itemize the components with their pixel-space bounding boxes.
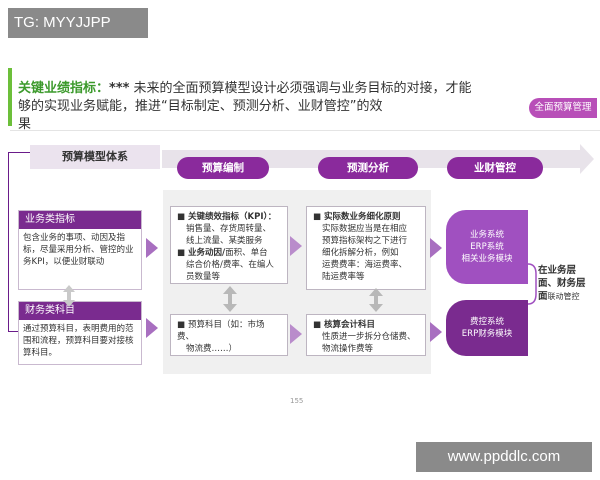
actual-title: 实际数业务细化原则 bbox=[324, 212, 401, 222]
system-1-line-2: ERP系统 bbox=[470, 242, 504, 252]
system-1-line-1: 业务系统 bbox=[469, 230, 504, 240]
stage-band-arrow bbox=[580, 144, 594, 174]
headline: 关键业绩指标：*** 未来的全面预算模型设计必须强调与业务目标的对接，才能 够的… bbox=[18, 80, 538, 134]
system-business-erp: 业务系统 ERP系统 相关业务模块 bbox=[446, 210, 528, 284]
box-accounting-subject: ■ 核算会计科目 性质进一步拆分仓储费、 物流操作费等 bbox=[306, 314, 426, 356]
headline-keyword: 关键业绩指标： bbox=[18, 81, 110, 96]
driver-title: 业务动因/ bbox=[188, 248, 226, 258]
kpi-title: 关键绩效指标（KPI）： bbox=[188, 212, 277, 222]
system-2-line-1: 费控系统 bbox=[469, 317, 504, 327]
chevron-right-icon bbox=[430, 322, 442, 342]
chevron-right-icon bbox=[290, 236, 302, 256]
box-budget-account-text: ■ 预算科目（如：市场费、 物流费……） bbox=[177, 320, 265, 354]
actual-line-4: 运费费率：海运费率、 bbox=[322, 260, 408, 270]
header-divider bbox=[10, 130, 600, 131]
budget-account-title: 预算科目（如：市场费、 bbox=[177, 320, 265, 342]
box-kpi: ■ 关键绩效指标（KPI）： 销售量、存货周转量、 线上流量、某类服务 ■ 业务… bbox=[170, 206, 288, 284]
chevron-right-icon bbox=[290, 324, 302, 344]
budget-account-line-1: 物流费……） bbox=[186, 344, 238, 354]
kpi-line-1: 销售量、存货周转量、 bbox=[186, 224, 272, 234]
watermark-bottom-right: www.ppddlc.com bbox=[416, 442, 592, 472]
actual-line-5: 陆运费率等 bbox=[322, 272, 365, 282]
forecast-double-arrow bbox=[369, 288, 383, 312]
driver-line-2: 综合价格/费率、在编人 bbox=[186, 260, 274, 270]
model-tab: 预算模型体系 bbox=[30, 145, 160, 169]
card-finance-body: 通过预算科目，表明费用的范围和流程，预算科目要对接核算科目。 bbox=[23, 324, 134, 358]
system-1-line-3: 相关业务模块 bbox=[461, 254, 513, 264]
stage-pill-forecast: 预测分析 bbox=[318, 157, 418, 179]
system-expense-erp: 费控系统 ERP财务模块 bbox=[446, 300, 528, 356]
headline-accent-bar bbox=[8, 68, 12, 126]
accounting-title: 核算会计科目 bbox=[324, 320, 376, 330]
card-business-body: 包含业务的事项、动因及指标，尽量采用分析、管控的业务KPI，以便业财联动 bbox=[23, 233, 134, 267]
watermark-top-left: TG: MYYJJPP bbox=[8, 8, 148, 38]
headline-line2: 够的实现业务赋能，推进“目标制定、预测分析、业财管控”的效 bbox=[18, 99, 383, 114]
chevron-right-icon bbox=[430, 238, 442, 258]
kpi-line-2: 线上流量、某类服务 bbox=[186, 236, 263, 246]
headline-line1: 未来的全面预算模型设计必须强调与业务目标的对接，才能 bbox=[129, 81, 472, 96]
card-finance-title: 财务类科目 bbox=[19, 302, 141, 320]
page-number: 155 bbox=[290, 397, 304, 405]
box-actual-breakdown: ■ 实际数业务细化原则 实际数据应当是在相应 预算指标架构之下进行 细化拆解分析… bbox=[306, 206, 426, 290]
chevron-right-icon bbox=[146, 318, 158, 338]
driver-line-1: 面积、单台 bbox=[225, 248, 268, 258]
headline-line3: 果 bbox=[18, 117, 32, 132]
budget-double-arrow bbox=[223, 286, 237, 312]
outcome-strong: 在业务层面、财务层面 bbox=[538, 265, 586, 302]
card-business-indicators: 业务类指标 包含业务的事项、动因及指标，尽量采用分析、管控的业务KPI，以便业财… bbox=[18, 210, 142, 290]
accounting-line-1: 性质进一步拆分仓储费、 bbox=[322, 332, 416, 342]
left-double-arrow bbox=[63, 285, 75, 307]
box-actual-text: ■ 实际数业务细化原则 实际数据应当是在相应 预算指标架构之下进行 细化拆解分析… bbox=[313, 212, 408, 282]
section-tag: 全面预算管理 bbox=[529, 98, 597, 118]
card-business-title: 业务类指标 bbox=[19, 211, 141, 229]
stage-pill-control: 业财管控 bbox=[447, 157, 543, 179]
actual-line-3: 细化拆解分析，例如 bbox=[322, 248, 399, 258]
outcome-rest: 联动管控 bbox=[547, 292, 580, 301]
actual-line-2: 预算指标架构之下进行 bbox=[322, 236, 408, 246]
box-kpi-text: ■ 关键绩效指标（KPI）： 销售量、存货周转量、 线上流量、某类服务 ■ 业务… bbox=[177, 212, 277, 282]
card-finance-accounts: 财务类科目 通过预算科目，表明费用的范围和流程，预算科目要对接核算科目。 bbox=[18, 301, 142, 365]
box-budget-account: ■ 预算科目（如：市场费、 物流费……） bbox=[170, 314, 288, 356]
system-bracket bbox=[528, 263, 537, 305]
accounting-line-2: 物流操作费等 bbox=[322, 344, 374, 354]
driver-line-3: 员数量等 bbox=[186, 272, 221, 282]
system-2-line-2: ERP财务模块 bbox=[461, 329, 513, 339]
chevron-right-icon bbox=[146, 238, 158, 258]
box-accounting-text: ■ 核算会计科目 性质进一步拆分仓储费、 物流操作费等 bbox=[313, 320, 416, 354]
headline-stars: *** bbox=[109, 81, 130, 96]
actual-line-1: 实际数据应当是在相应 bbox=[322, 224, 408, 234]
outcome-text: 在业务层面、财务层面联动管控 bbox=[538, 264, 588, 303]
stage-pill-budget: 预算编制 bbox=[177, 157, 269, 179]
